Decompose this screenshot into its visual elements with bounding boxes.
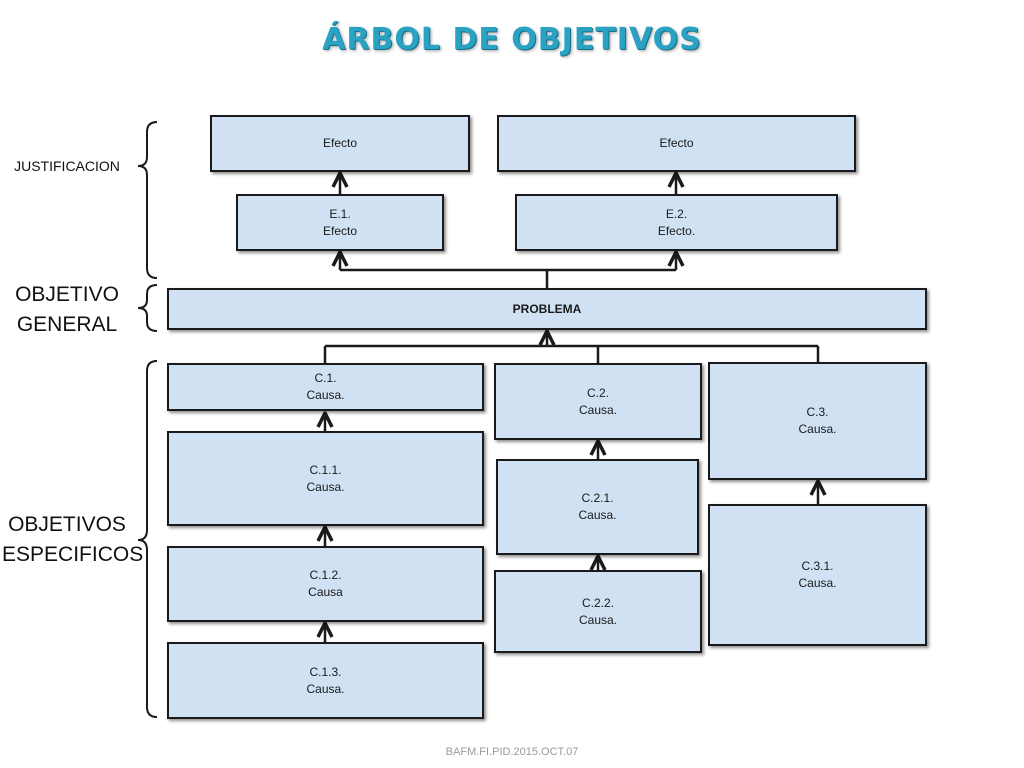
bracket-objetivos-especificos xyxy=(137,360,158,718)
box-e2: E.2.Efecto. xyxy=(515,194,838,251)
box-c12: C.1.2.Causa xyxy=(167,546,484,622)
bracket-objetivo-general xyxy=(137,284,158,332)
box-c3: C.3.Causa. xyxy=(708,362,927,480)
box-c11: C.1.1.Causa. xyxy=(167,431,484,526)
box-efecto-right: Efecto xyxy=(497,115,856,172)
footer-code: BAFM.FI.PID.2015.OCT.07 xyxy=(445,746,579,758)
bracket-justificacion xyxy=(137,121,158,279)
box-e1: E.1.Efecto xyxy=(236,194,444,251)
box-efecto-left: Efecto xyxy=(210,115,470,172)
label-objetivos-especificos: OBJETIVOS ESPECIFICOS xyxy=(2,513,144,566)
box-c22: C.2.2.Causa. xyxy=(494,570,702,653)
box-problema: PROBLEMA xyxy=(167,288,927,330)
page-title: ÁRBOL DE OBJETIVOS xyxy=(322,22,702,57)
label-justificacion: JUSTIFICACION xyxy=(14,158,120,174)
label-objetivo-general: OBJETIVO GENERAL xyxy=(15,283,119,336)
box-c31: C.3.1.Causa. xyxy=(708,504,927,646)
box-c13: C.1.3.Causa. xyxy=(167,642,484,719)
box-c2: C.2.Causa. xyxy=(494,363,702,440)
box-c21: C.2.1.Causa. xyxy=(496,459,699,555)
box-c1: C.1.Causa. xyxy=(167,363,484,411)
